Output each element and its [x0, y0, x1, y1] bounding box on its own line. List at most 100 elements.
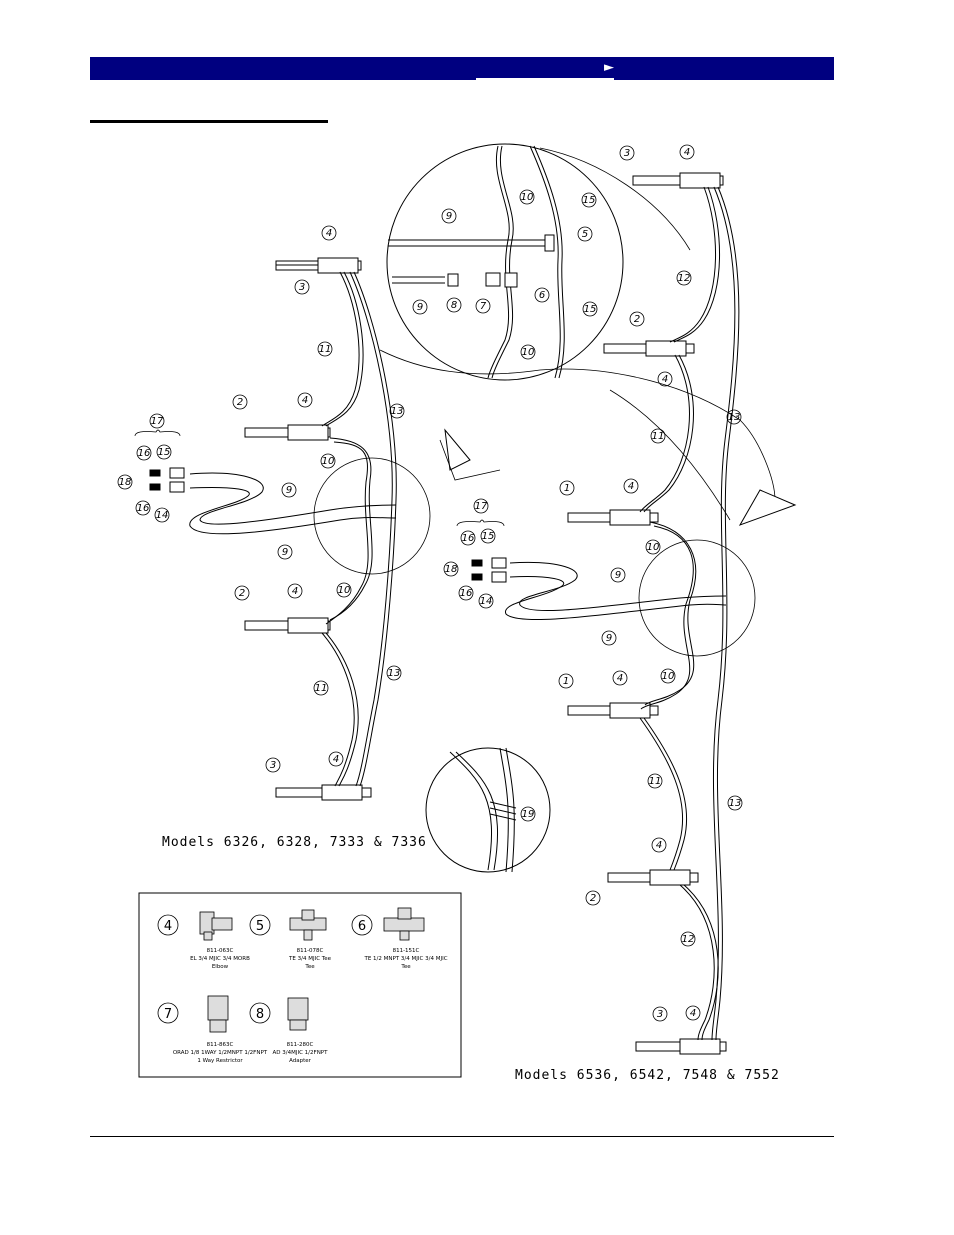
legend-name-8: Adapter — [289, 1058, 312, 1064]
legend-part-no-6: 811-151C — [393, 948, 420, 954]
cylinder-mid-left-2 — [244, 617, 331, 634]
callout-15: 15 — [158, 447, 171, 458]
callout-4: 4 — [292, 586, 298, 597]
callout-10: 10 — [662, 671, 675, 682]
left-layout — [134, 257, 431, 801]
callout-14: 14 — [480, 596, 493, 607]
callout-13: 13 — [728, 412, 741, 423]
callout-10: 10 — [322, 456, 335, 467]
callout-1: 1 — [563, 676, 569, 687]
parts-legend-box — [138, 892, 462, 1078]
callout-4: 4 — [302, 395, 308, 406]
elbow-fitting-icon — [199, 911, 233, 941]
callout-17: 17 — [475, 501, 488, 512]
tee-npt-fitting-icon — [383, 907, 425, 941]
legend-ref-6: 6 — [358, 919, 366, 934]
cylinder-bottom-left — [275, 784, 372, 801]
callout-10: 10 — [338, 585, 351, 596]
callout-13: 13 — [391, 406, 404, 417]
right-models-caption: Models 6536, 6542, 7548 & 7552 — [515, 1068, 780, 1083]
callout-11: 11 — [652, 431, 665, 442]
callout-4: 4 — [333, 754, 339, 765]
callout-2: 2 — [634, 314, 640, 325]
legend-desc-7: ORAD 1/8 1WAY 1/2MNPT 1/2FNPT — [173, 1050, 268, 1056]
legend-name-5: Tee — [304, 964, 315, 970]
callout-12: 12 — [682, 934, 695, 945]
legend-part-no-8: 811-280C — [287, 1042, 314, 1048]
callout-2: 2 — [239, 588, 245, 599]
cylinder-top-left — [275, 257, 362, 274]
right-layout — [456, 172, 756, 1055]
callout-4: 4 — [690, 1008, 696, 1019]
callout-16: 16 — [460, 588, 473, 599]
callout-4: 4 — [326, 228, 332, 239]
callout-15: 15 — [583, 195, 596, 206]
next-arrow-icon: ► — [604, 60, 614, 75]
callout-10: 10 — [522, 347, 535, 358]
callout-15: 15 — [584, 304, 597, 315]
legend-name-4: Elbow — [212, 964, 229, 970]
parts-legend: 4 5 6 7 8 811-063C EL 3/ — [157, 907, 448, 1064]
legend-desc-5: TE 3/4 MJIC Tee — [288, 956, 332, 962]
section-title-rule — [90, 120, 328, 123]
left-models-caption: Models 6326, 6328, 7333 & 7336 — [162, 835, 427, 850]
legend-ref-7: 7 — [164, 1007, 172, 1022]
legend-name-7: 1 Way Restrictor — [197, 1058, 243, 1064]
callout-7: 7 — [480, 301, 487, 312]
next-page-link[interactable]: ► — [476, 57, 614, 80]
callout-4: 4 — [662, 374, 668, 385]
callout-3: 3 — [624, 148, 630, 159]
callout-3: 3 — [657, 1009, 663, 1020]
legend-name-6: Tee — [400, 964, 411, 970]
callout-1: 1 — [564, 483, 570, 494]
legend-part-no-4: 811-063C — [207, 948, 234, 954]
callout-9: 9 — [417, 302, 423, 313]
footer-rule — [90, 1136, 834, 1137]
callout-13: 13 — [388, 668, 401, 679]
callout-11: 11 — [315, 683, 328, 694]
callout-12: 12 — [678, 273, 691, 284]
tee-fitting-icon — [289, 909, 327, 941]
legend-ref-4: 4 — [164, 919, 172, 934]
callout-6: 6 — [539, 290, 545, 301]
callout-11: 11 — [649, 776, 662, 787]
callout-16: 16 — [462, 533, 475, 544]
callout-10: 10 — [647, 542, 660, 553]
callout-2: 2 — [590, 893, 596, 904]
callout-8: 8 — [451, 300, 457, 311]
callout-9: 9 — [446, 211, 452, 222]
restrictor-fitting-icon — [207, 995, 229, 1033]
callout-4: 4 — [656, 840, 662, 851]
callout-3: 3 — [270, 760, 276, 771]
callout-16: 16 — [137, 503, 150, 514]
callout-2: 2 — [237, 397, 243, 408]
callout-4: 4 — [628, 481, 634, 492]
callout-11: 11 — [319, 344, 332, 355]
callout-4: 4 — [684, 147, 690, 158]
legend-ref-5: 5 — [256, 919, 264, 934]
callout-3: 3 — [299, 282, 305, 293]
inset-hose-wrap — [425, 747, 551, 873]
callout-9: 9 — [615, 570, 621, 581]
callout-18: 18 — [119, 477, 132, 488]
legend-ref-8: 8 — [256, 1007, 264, 1022]
callout-16: 16 — [138, 448, 151, 459]
callout-9: 9 — [606, 633, 612, 644]
legend-desc-8: AD 3/4MJIC 1/2FNPT — [273, 1050, 329, 1056]
adapter-fitting-icon — [287, 997, 309, 1031]
callout-17: 17 — [151, 416, 164, 427]
callout-4: 4 — [617, 673, 623, 684]
callout-9: 9 — [282, 547, 288, 558]
legend-part-no-7: 811-863C — [207, 1042, 234, 1048]
callout-19: 19 — [522, 809, 535, 820]
callout-13: 13 — [729, 798, 742, 809]
callout-15: 15 — [482, 531, 495, 542]
legend-desc-6: TE 1/2 MNPT 3/4 MJIC 3/4 MJIC — [363, 956, 447, 962]
legend-desc-4: EL 3/4 MJIC 3/4 MORB — [190, 956, 250, 962]
callout-18: 18 — [445, 564, 458, 575]
callout-9: 9 — [286, 485, 292, 496]
callout-10: 10 — [521, 192, 534, 203]
detail-magnifier — [379, 143, 797, 526]
legend-part-no-5: 811-078C — [297, 948, 324, 954]
